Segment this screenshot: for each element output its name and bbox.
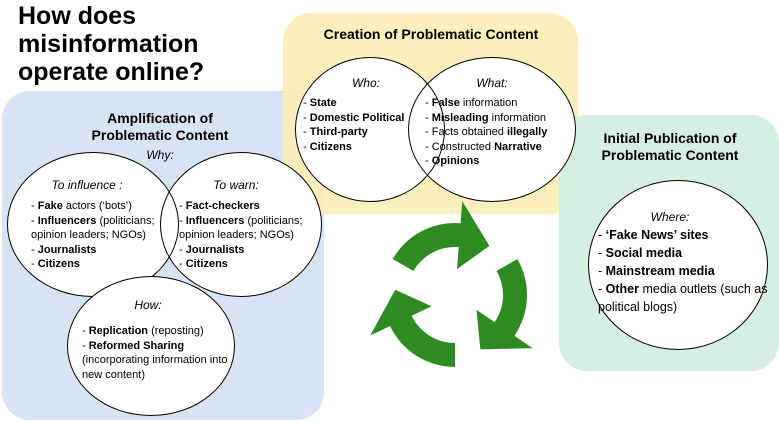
cycle-arrow-1 — [392, 201, 490, 271]
warn-list-item: - Citizens — [179, 258, 228, 270]
how-list: - Replication (reposting) - Reformed Shar… — [82, 324, 232, 382]
publication-heading-line1: Initial Publication of — [603, 130, 737, 146]
who-list-item-bold: State — [309, 97, 337, 109]
who-list-item: - Domestic Political — [303, 111, 405, 124]
influence-list-item: - Influencers (politicians; opinion lead… — [31, 214, 155, 242]
how-list-item-rest: (incorporating information into new cont… — [82, 354, 228, 381]
influence-list-item-bold: Journalists — [37, 243, 97, 256]
how-list-item: - Replication (reposting) — [82, 325, 204, 337]
who-list-item-bold: Domestic Political — [309, 111, 405, 124]
warn-list-item: - Influencers (politicians; opinion lead… — [179, 214, 303, 242]
influence-circle — [7, 152, 179, 297]
where-list-item-bold: Other — [605, 282, 639, 296]
amplification-heading: Amplification of Problematic Content — [60, 110, 260, 144]
publication-heading-line2: Problematic Content — [601, 147, 739, 163]
who-list-item: - Citizens — [303, 140, 352, 153]
cycle-arrows — [370, 201, 533, 367]
how-list-item: - Reformed Sharing (incorporating inform… — [82, 339, 228, 381]
influence-list-item-rest: (politicians; opinion leaders; NGOs) — [31, 214, 155, 242]
who-list-item: - State — [303, 97, 337, 109]
who-list-item-bold: Third-party — [309, 126, 368, 138]
what-label: What: — [476, 76, 508, 90]
where-list-item-bold: ‘Fake News’ sites — [605, 228, 709, 242]
influence-list-item: - Fake actors (‘bots’) — [31, 200, 132, 212]
how-circle — [67, 276, 235, 416]
what-list-item-rest: information — [488, 111, 547, 124]
influence-list-item: - Journalists — [31, 243, 97, 256]
where-list-item: - ‘Fake News’ sites — [598, 228, 709, 242]
what-list-item-pre: Constructed — [431, 140, 495, 153]
why-label: Why: — [146, 148, 174, 162]
warn-circle — [160, 152, 322, 297]
influence-list-item-bold: Influencers — [37, 214, 97, 227]
where-list-item: - Mainstream media — [598, 264, 715, 278]
who-circle — [295, 57, 445, 202]
warn-list-item-bold: Citizens — [185, 258, 228, 270]
warn-list-item-bold: Influencers — [185, 214, 245, 227]
amplification-heading-line1: Amplification of — [107, 110, 213, 126]
influence-list: - Fake actors (‘bots’) - Influencers (pol… — [31, 199, 181, 272]
how-list-item-rest: (reposting) — [148, 325, 204, 337]
influence-label: To influence : — [51, 178, 123, 192]
page-title: How does misinformation operate online? — [18, 2, 205, 86]
cycle-arrow-3 — [370, 289, 455, 367]
what-list-item: - False information — [425, 97, 518, 109]
what-list-item-bold: Opinions — [431, 155, 480, 167]
where-list-item: - Other media outlets (such as political… — [598, 282, 768, 314]
what-list: - False information - Misleading informat… — [425, 96, 547, 169]
what-list-item-pre: Facts obtained — [431, 126, 507, 138]
what-list-item: - Opinions — [425, 155, 480, 167]
where-list-item: - Social media — [598, 246, 683, 260]
what-list-item-rest: information — [459, 97, 518, 109]
influence-list-item: - Citizens — [31, 258, 80, 270]
creation-heading: Creation of Problematic Content — [323, 26, 539, 42]
how-list-item-bold: Reformed Sharing — [88, 339, 185, 352]
warn-list-item: - Fact-checkers — [179, 200, 260, 212]
who-list-item: - Third-party — [303, 126, 368, 138]
influence-list-item-rest: actors (‘bots’) — [62, 200, 132, 212]
what-list-item-bold: False — [431, 97, 460, 109]
warn-list-item-bold: Fact-checkers — [185, 200, 260, 212]
what-list-item-bold: illegally — [506, 126, 548, 138]
who-label: Who: — [351, 76, 380, 90]
warn-list-item-rest: (politicians; opinion leaders; NGOs) — [179, 214, 303, 242]
warn-list: - Fact-checkers - Influencers (politician… — [179, 199, 319, 272]
who-list-item-bold: Citizens — [309, 140, 352, 153]
what-list-item: - Facts obtained illegally — [425, 126, 548, 138]
what-list-item: - Misleading information — [425, 111, 547, 124]
how-list-item-bold: Replication — [88, 325, 149, 337]
warn-list-item: - Journalists — [179, 243, 245, 256]
what-list-item-bold: Narrative — [494, 140, 542, 153]
cycle-arrow-2 — [476, 259, 533, 350]
what-list-item: - Constructed Narrative — [425, 140, 542, 153]
warn-label: To warn: — [213, 178, 259, 192]
influence-list-item-bold: Fake — [37, 200, 63, 212]
where-list-item-bold: Mainstream media — [605, 264, 715, 278]
warn-list-item-bold: Journalists — [185, 243, 245, 256]
influence-list-item-bold: Citizens — [37, 258, 80, 270]
what-list-item-bold: Misleading — [431, 111, 489, 124]
how-label: How: — [134, 298, 162, 312]
where-label: Where: — [650, 210, 690, 224]
where-circle — [588, 180, 768, 350]
amplification-heading-line2: Problematic Content — [91, 127, 229, 143]
where-list-item-bold: Social media — [605, 246, 683, 260]
where-list: - ‘Fake News’ sites - Social media - Mains… — [598, 226, 768, 316]
publication-heading: Initial Publication of Problematic Conte… — [570, 130, 770, 164]
who-list: - State - Domestic Political - Third-party… — [303, 96, 405, 154]
where-list-item-rest: media outlets (such as political blogs) — [598, 282, 768, 314]
